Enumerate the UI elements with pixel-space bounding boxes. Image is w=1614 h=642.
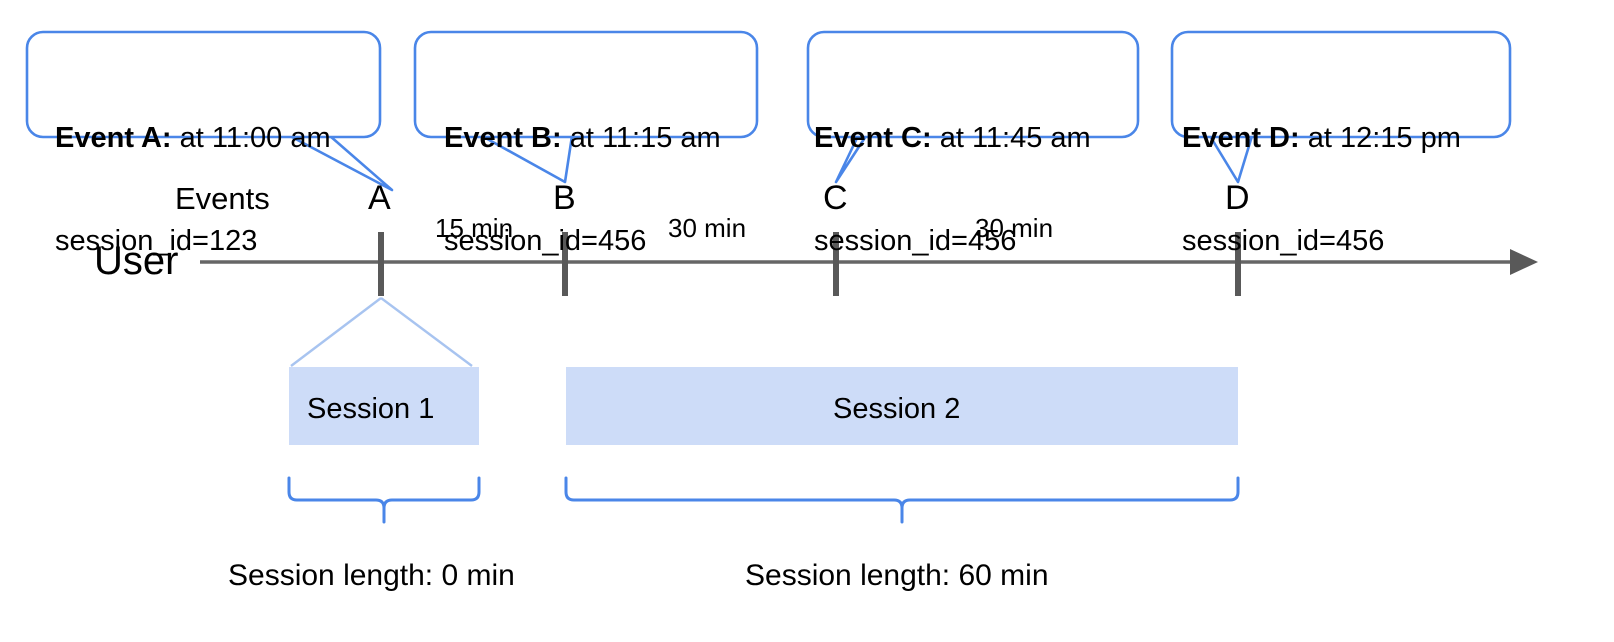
callout-event-b[interactable] <box>413 30 759 184</box>
callout-event-b-text: Event B: at 11:15 am session_id=456 <box>444 53 721 327</box>
marker-label-d: D <box>1225 179 1250 217</box>
callout-event-a-box <box>25 30 382 139</box>
session-1-connector-left <box>290 297 382 367</box>
timeline-axis <box>200 249 1538 275</box>
session-2-length-caption: Session length: 60 min <box>745 559 1049 592</box>
callout-event-b-session: session_id=456 <box>444 225 647 258</box>
session-1-connector <box>290 297 473 367</box>
session-2-bar[interactable] <box>566 367 1238 445</box>
callout-event-c-text: Event C: at 11:45 am session_id=456 <box>814 53 1091 327</box>
gap-label-c-d: 30 min <box>975 213 1054 243</box>
session-1-brace <box>287 476 481 524</box>
events-row-label: Events <box>175 181 270 216</box>
callout-event-a-time: at 11:00 am <box>171 122 331 155</box>
session-1-bar[interactable] <box>289 367 479 445</box>
callout-event-a-name: Event A: <box>55 122 172 155</box>
callout-event-c-name: Event C: <box>814 122 932 155</box>
timeline-markers <box>378 232 1241 296</box>
callout-event-d-box <box>1170 30 1512 139</box>
callout-event-b-time: at 11:15 am <box>561 122 721 155</box>
callout-event-d-session: session_id=456 <box>1182 225 1385 258</box>
session-1-length-caption: Session length: 0 min <box>228 559 515 592</box>
callout-event-a-line1: Event A: at 11:00 am <box>55 121 331 155</box>
callout-event-c-time: at 11:45 am <box>931 122 1091 155</box>
callout-event-c-line1: Event C: at 11:45 am <box>814 121 1091 155</box>
callout-event-c[interactable] <box>806 30 1140 184</box>
callout-event-a-text: Event A: at 11:00 am session_id=123 <box>55 53 331 327</box>
gap-label-b-c: 30 min <box>668 213 747 243</box>
timeline-arrowhead-icon <box>1510 249 1538 275</box>
callout-event-c-session: session_id=456 <box>814 225 1017 258</box>
session-2-brace <box>564 476 1240 524</box>
gap-label-a-b: 15 min <box>435 213 514 243</box>
marker-label-b: B <box>553 179 576 217</box>
callout-event-d-text: Event D: at 12:15 pm session_id=456 <box>1182 53 1461 327</box>
callout-event-d-line1: Event D: at 12:15 pm <box>1182 121 1461 155</box>
callout-event-d-name: Event D: <box>1182 122 1300 155</box>
callout-event-b-line1: Event B: at 11:15 am <box>444 121 721 155</box>
user-axis-label: User <box>94 239 179 283</box>
callout-event-a-session: session_id=123 <box>55 225 258 258</box>
callout-event-d[interactable] <box>1170 30 1512 184</box>
marker-label-c: C <box>823 179 848 217</box>
callout-event-b-name: Event B: <box>444 122 562 155</box>
callout-event-d-time: at 12:15 pm <box>1299 122 1461 155</box>
marker-label-a: A <box>368 179 391 217</box>
session-1-label: Session 1 <box>307 393 435 425</box>
callout-event-a[interactable] <box>25 30 394 192</box>
callout-event-b-box <box>413 30 759 139</box>
session-1-connector-right <box>380 297 473 367</box>
callout-event-c-box <box>806 30 1140 139</box>
session-2-label: Session 2 <box>833 393 961 425</box>
